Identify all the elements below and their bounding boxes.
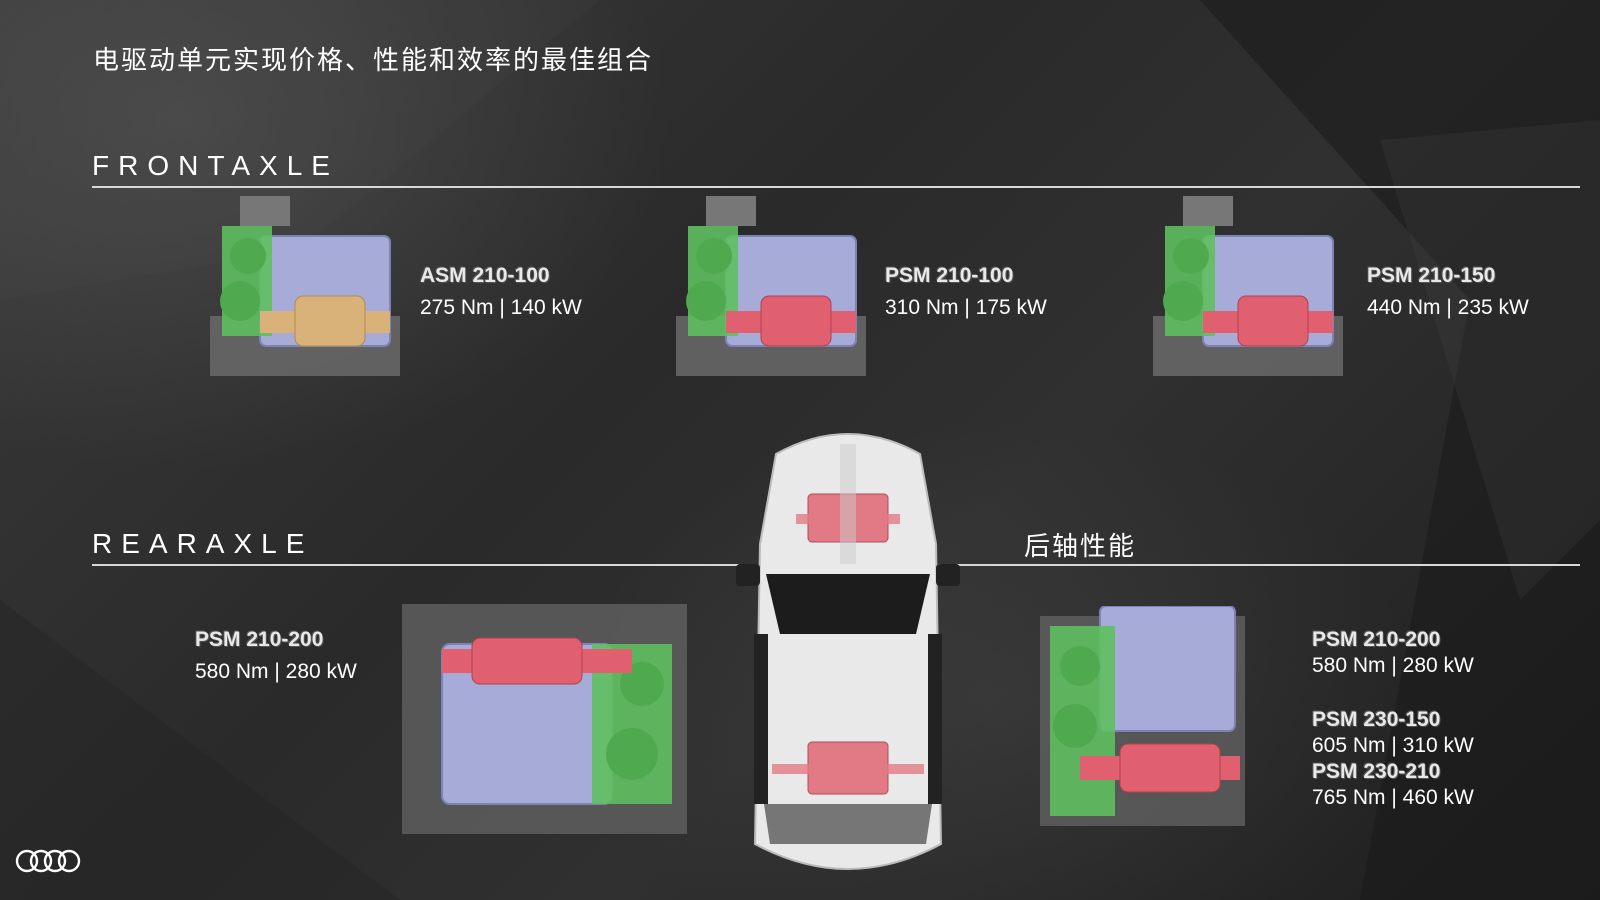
front-drive-unit-1: [210, 196, 400, 376]
front-drive-unit-2: [676, 196, 866, 376]
rear-axle-divider-right: [938, 564, 1580, 566]
front-drive-unit-3: [1153, 196, 1343, 376]
rear-left-unit-spec: 580 Nm | 280 kW: [195, 660, 357, 683]
rear-right-unit-2-spec: 605 Nm | 310 kW: [1312, 734, 1474, 757]
front-unit-1-name: ASM 210-100: [420, 264, 550, 287]
car-top-view-icon: [736, 433, 960, 870]
front-axle-label: FRONTAXLE: [92, 150, 339, 181]
rear-right-unit-2-name: PSM 230-150: [1312, 708, 1441, 731]
front-unit-3-name: PSM 210-150: [1367, 264, 1496, 287]
front-unit-2-spec: 310 Nm | 175 kW: [885, 296, 1047, 319]
front-unit-3-spec: 440 Nm | 235 kW: [1367, 296, 1529, 319]
rear-drive-unit-left: [402, 604, 687, 834]
four-rings-logo: [15, 849, 81, 873]
rear-axle-label: REARAXLE: [92, 528, 314, 559]
rear-left-unit-name: PSM 210-200: [195, 628, 324, 651]
rear-right-unit-1-name: PSM 210-200: [1312, 628, 1441, 651]
rear-right-unit-1-spec: 580 Nm | 280 kW: [1312, 654, 1474, 677]
front-unit-2-name: PSM 210-100: [885, 264, 1014, 287]
page-title: 电驱动单元实现价格、性能和效率的最佳组合: [93, 46, 654, 76]
rear-axle-divider-left: [92, 564, 752, 566]
front-axle-divider: [92, 186, 1580, 188]
rear-performance-label: 后轴性能: [1024, 532, 1137, 562]
rear-right-unit-3-spec: 765 Nm | 460 kW: [1312, 786, 1474, 809]
rear-right-unit-3-name: PSM 230-210: [1312, 760, 1441, 783]
front-unit-1-spec: 275 Nm | 140 kW: [420, 296, 582, 319]
rear-drive-unit-right: [1040, 606, 1245, 826]
